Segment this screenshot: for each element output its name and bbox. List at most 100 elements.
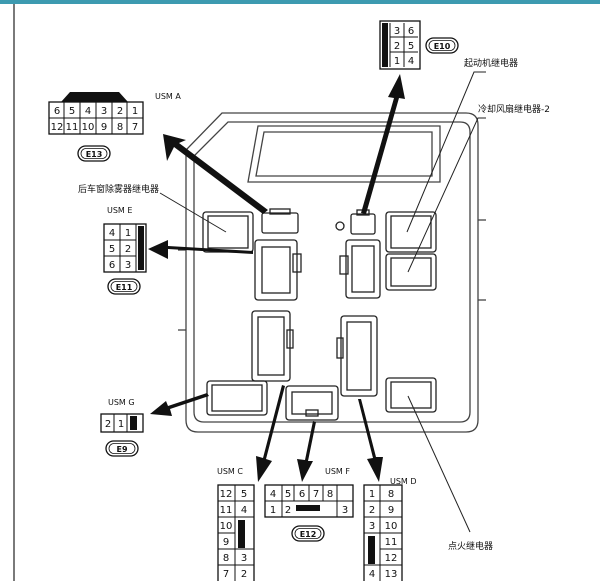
- connector-e13: 6 5 4 3 2 1 12 11 10 9 8 7 E13: [48, 92, 144, 162]
- e12-pin: 8: [327, 489, 333, 500]
- usm-d-pin: 3: [369, 521, 375, 532]
- connector-usm-c: 12 11 10 9 8 7 5 4 3 2: [217, 484, 255, 581]
- e10-pin: 1: [394, 56, 400, 67]
- header-rule: [0, 0, 600, 4]
- usm-c-pin: 2: [241, 569, 247, 580]
- e12-pin: 3: [342, 505, 348, 516]
- e11-tag: E11: [116, 283, 133, 292]
- e12-pin: 2: [285, 505, 291, 516]
- label-defogger-relay: 后车窗除雾器继电器: [78, 183, 159, 195]
- label-usm-a: USM A: [155, 92, 181, 101]
- socket-usm-e: [254, 239, 302, 301]
- ignition-relay-block: [385, 377, 437, 413]
- e10-pin: 5: [408, 41, 414, 52]
- e13-pin: 7: [132, 122, 138, 133]
- usm-c-pin: 10: [220, 521, 233, 532]
- usm-d-pin: 2: [369, 505, 375, 516]
- connector-e12: 4 5 6 7 8 1 2 3 E12: [264, 484, 354, 542]
- e9-pin: 1: [118, 419, 124, 430]
- arrow-to-e10: [361, 74, 405, 214]
- e11-pin: 5: [109, 244, 115, 255]
- arrow-to-usm-d: [358, 399, 383, 482]
- e11-pin: 3: [125, 260, 131, 271]
- usm-d-pin: 10: [385, 521, 398, 532]
- e13-pin: 11: [66, 122, 79, 133]
- socket-usm-c: [251, 310, 294, 382]
- usm-c-pin: 3: [241, 553, 247, 564]
- connector-e9: 2 1 E9: [100, 413, 144, 457]
- e9-tag: E9: [116, 445, 127, 454]
- relay-usm-g-side: [206, 380, 268, 416]
- usm-c-pin: 11: [220, 505, 233, 516]
- leader-lines: [159, 71, 486, 533]
- e10-pin: 3: [394, 26, 400, 37]
- usm-d-pin: 4: [369, 569, 375, 580]
- starter-relay-block: [385, 211, 437, 253]
- e10-pin: 2: [394, 41, 400, 52]
- socket-e10: [335, 209, 376, 235]
- label-usm-d: USM D: [390, 477, 417, 486]
- label-usm-c: USM C: [217, 467, 243, 476]
- e13-pin: 10: [82, 122, 95, 133]
- e12-pin: 7: [313, 489, 319, 500]
- socket-usm-a: [261, 208, 299, 234]
- e12-pin: 4: [270, 489, 276, 500]
- usm-d-pin: 13: [385, 569, 398, 580]
- usm-c-pin: 8: [223, 553, 229, 564]
- arrow-to-e13: [163, 134, 268, 214]
- socket-e10-lower: [339, 239, 381, 299]
- leader-fan-relay-2: [407, 117, 486, 273]
- e13-pin: 2: [117, 106, 123, 117]
- label-usm-e: USM E: [107, 206, 132, 215]
- connector-usm-d: 1 2 3 4 8 9 10 11 12 13: [363, 484, 403, 581]
- e11-pin: 6: [109, 260, 115, 271]
- label-fan-relay-2: 冷却风扇继电器-2: [478, 103, 550, 115]
- usm-d-pin: 8: [388, 489, 394, 500]
- e13-pin: 3: [101, 106, 107, 117]
- e13-pin: 5: [69, 106, 75, 117]
- usm-c-pin: 5: [241, 489, 247, 500]
- e13-pin: 12: [51, 122, 64, 133]
- connector-arrows: [148, 74, 405, 482]
- e13-tag: E13: [86, 150, 103, 159]
- e10-tag: E10: [434, 42, 451, 51]
- e10-pin: 4: [408, 56, 414, 67]
- leader-defogger-relay: [159, 192, 227, 233]
- label-usm-f: USM F: [325, 467, 350, 476]
- socket-usm-f: [285, 385, 339, 421]
- e12-pin: 6: [299, 489, 305, 500]
- e12-pin: 1: [270, 505, 276, 516]
- arrow-to-e9: [150, 393, 209, 416]
- usm-c-pin: 12: [220, 489, 233, 500]
- usm-d-pin: 12: [385, 553, 398, 564]
- fan-relay-2-block: [385, 253, 437, 291]
- e12-tag: E12: [300, 530, 317, 539]
- e12-pin: 5: [285, 489, 291, 500]
- arrow-to-usm-f: [297, 421, 316, 482]
- e13-pin: 6: [54, 106, 60, 117]
- relay-usm-e-side: [202, 211, 254, 253]
- e9-pin: 2: [105, 419, 111, 430]
- leader-ignition-relay: [407, 395, 471, 533]
- relay-box-case: [178, 112, 486, 433]
- usm-c-pin: 9: [223, 537, 229, 548]
- label-usm-g: USM G: [108, 398, 135, 407]
- e13-pin: 9: [101, 122, 107, 133]
- connector-e10: 3 6 2 5 1 4 E10: [379, 20, 459, 70]
- e13-pin: 4: [85, 106, 91, 117]
- leader-starter-relay: [406, 71, 486, 233]
- e11-pin: 1: [125, 228, 131, 239]
- usm-d-pin: 9: [388, 505, 394, 516]
- e10-pin: 6: [408, 26, 414, 37]
- usm-c-pin: 4: [241, 505, 247, 516]
- label-ignition-relay: 点火继电器: [448, 540, 493, 552]
- connector-e11: 4 1 5 2 6 3 E11: [103, 223, 147, 295]
- arrow-to-e11: [148, 240, 253, 259]
- e13-pin: 1: [132, 106, 138, 117]
- e13-pin: 8: [117, 122, 123, 133]
- socket-usm-d: [336, 315, 378, 397]
- usm-c-pin: 7: [223, 569, 229, 580]
- e11-pin: 4: [109, 228, 115, 239]
